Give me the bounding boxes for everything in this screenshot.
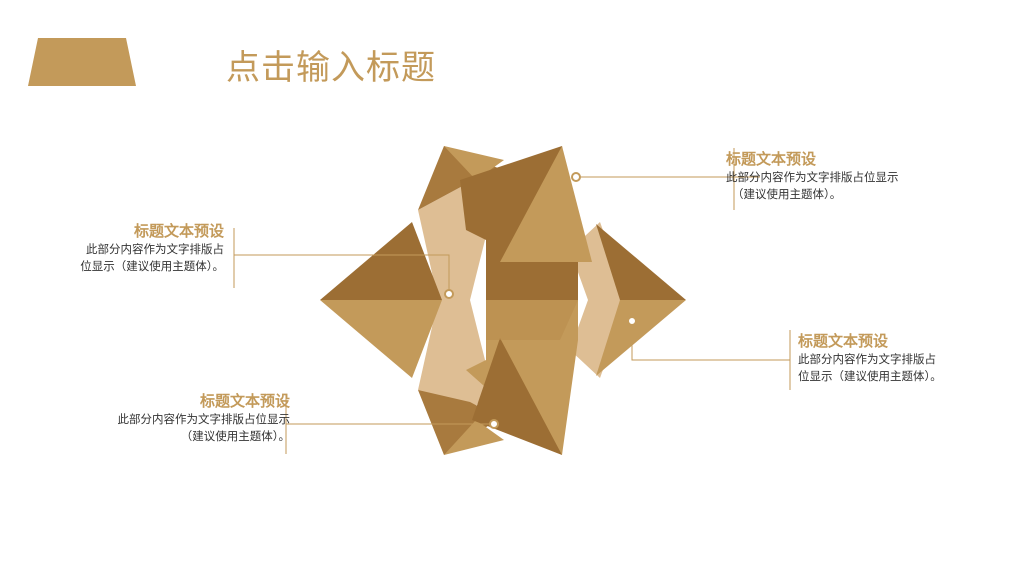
text-block-bottom-right[interactable]: 标题文本预设 此部分内容作为文字排版占 位显示（建议使用主题体）。 (798, 330, 968, 385)
bottom-point-right (444, 420, 504, 455)
block-heading[interactable]: 标题文本预设 (199, 392, 290, 410)
connectors (233, 148, 791, 454)
block-heading[interactable]: 标题文本预设 (798, 332, 889, 350)
block-body-line-1[interactable]: 此部分内容作为文字排版占位显示 (117, 412, 291, 426)
block-body-line-2[interactable]: 位显示（建议使用主题体）。 (80, 259, 224, 273)
block-body-line-2[interactable]: 位显示（建议使用主题体）。 (798, 369, 942, 383)
block-body-line-2[interactable]: （建议使用主题体）。 (732, 187, 842, 201)
block-body-line-1[interactable]: 此部分内容作为文字排版占 (86, 242, 224, 256)
block-body-line-1[interactable]: 此部分内容作为文字排版占 (798, 352, 936, 366)
pale-facet-left (418, 182, 490, 418)
top-point-right (444, 146, 504, 180)
block-body-line-2[interactable]: （建议使用主题体）。 (180, 429, 290, 443)
block-heading[interactable]: 标题文本预设 (726, 150, 817, 168)
right-point-top (596, 224, 686, 300)
center-facet-upper-front (500, 146, 592, 262)
slide-title[interactable]: 点击输入标题 (226, 48, 436, 88)
right-point-bottom (596, 300, 686, 376)
block-body-line-1[interactable]: 此部分内容作为文字排版占位显示 (726, 170, 899, 184)
bottom-point-left (418, 390, 500, 455)
left-point-top (320, 222, 442, 300)
title-tab-shape (28, 38, 136, 86)
text-block-top-right[interactable]: 标题文本预设 此部分内容作为文字排版占位显示 （建议使用主题体）。 (726, 148, 936, 203)
text-block-bottom-left[interactable]: 标题文本预设 此部分内容作为文字排版占位显示 （建议使用主题体）。 (90, 390, 291, 445)
block-heading[interactable]: 标题文本预设 (133, 222, 224, 240)
text-block-top-left[interactable]: 标题文本预设 此部分内容作为文字排版占 位显示（建议使用主题体）。 (60, 220, 224, 275)
center-facet-lower-shadow (486, 300, 578, 340)
connector-dots (444, 172, 637, 429)
left-point-bottom (320, 300, 442, 378)
